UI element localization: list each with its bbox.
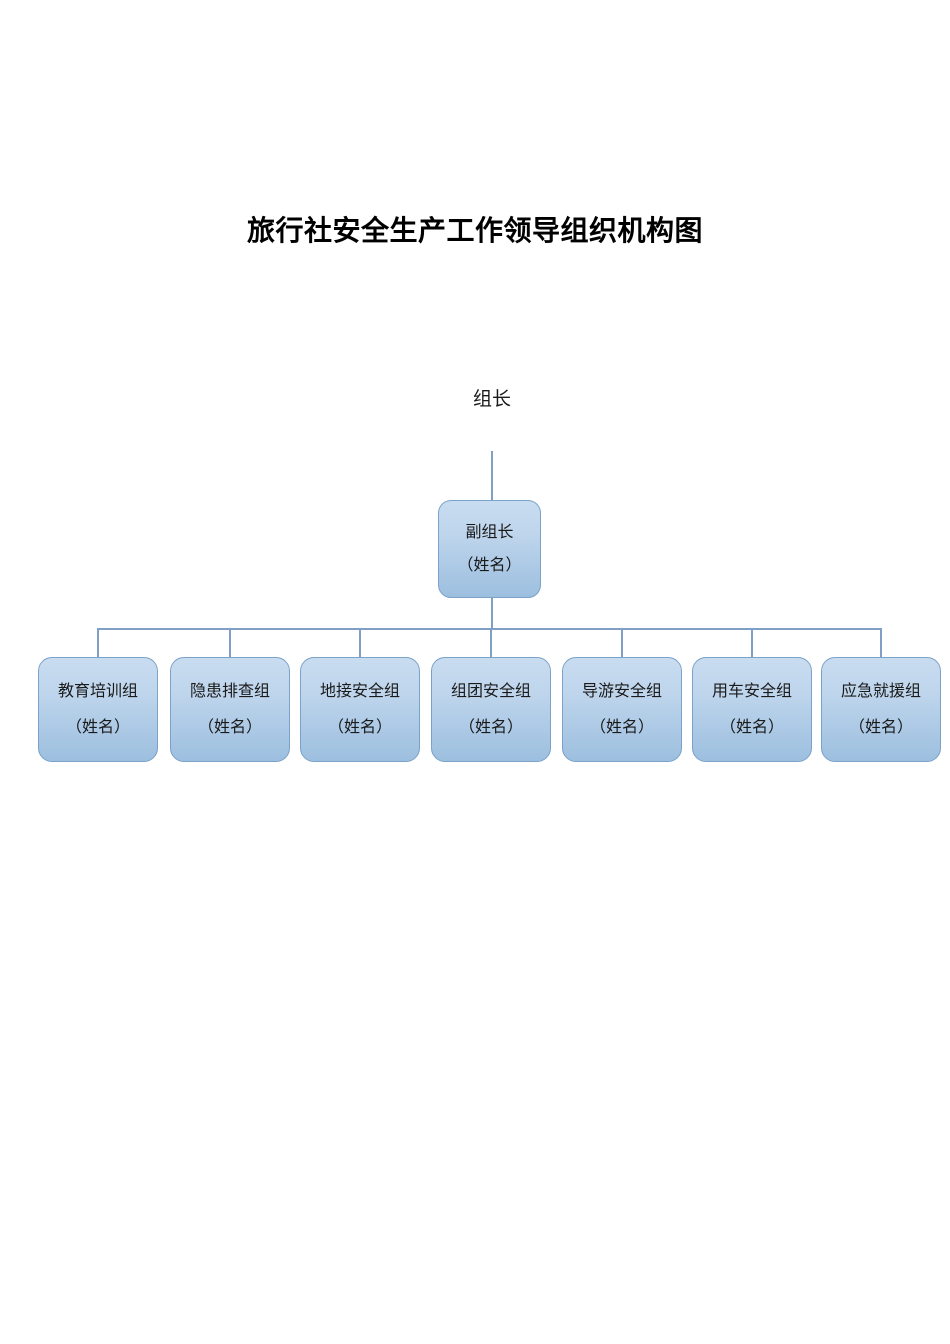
connector-drop-2 xyxy=(229,628,231,659)
org-node-name: （姓名） xyxy=(197,718,262,736)
org-node-name: （姓名） xyxy=(327,718,392,736)
org-node-group-tour-safety-group[interactable]: 组团安全组 （姓名） xyxy=(431,657,551,762)
org-node-education-training-group[interactable]: 教育培训组 （姓名） xyxy=(38,657,158,762)
connector-drop-1 xyxy=(97,628,99,659)
org-node-name: （姓名） xyxy=(65,718,130,736)
org-node-name: （姓名） xyxy=(589,718,654,736)
connector-drop-6 xyxy=(751,628,753,659)
org-node-title: 教育培训组 xyxy=(57,682,138,700)
org-node-deputy-name: （姓名） xyxy=(457,557,522,574)
connector-drop-3 xyxy=(359,628,361,659)
org-node-deputy-leader[interactable]: 副组长 （姓名） xyxy=(438,500,541,598)
connector-drop-4 xyxy=(490,628,492,659)
connector-root-to-deputy xyxy=(491,451,493,501)
connector-drop-7 xyxy=(880,628,882,659)
org-node-emergency-rescue-group[interactable]: 应急就援组 （姓名） xyxy=(821,657,941,762)
connector-horizontal-bus xyxy=(98,628,881,630)
org-node-title: 地接安全组 xyxy=(319,682,400,700)
org-node-deputy-title: 副组长 xyxy=(465,524,514,541)
org-node-title: 导游安全组 xyxy=(581,682,662,700)
org-node-root-label: 组长 xyxy=(472,389,511,410)
org-node-name: （姓名） xyxy=(848,718,913,736)
org-node-local-reception-safety-group[interactable]: 地接安全组 （姓名） xyxy=(300,657,420,762)
org-node-name: （姓名） xyxy=(719,718,784,736)
org-node-name: （姓名） xyxy=(458,718,523,736)
org-node-title: 组团安全组 xyxy=(450,682,531,700)
org-node-vehicle-safety-group[interactable]: 用车安全组 （姓名） xyxy=(692,657,812,762)
page-title: 旅行社安全生产工作领导组织机构图 xyxy=(246,216,703,247)
org-node-title: 应急就援组 xyxy=(840,682,921,700)
connector-drop-5 xyxy=(621,628,623,659)
org-node-tour-guide-safety-group[interactable]: 导游安全组 （姓名） xyxy=(562,657,682,762)
connector-deputy-to-bus xyxy=(491,597,493,629)
org-node-hazard-investigation-group[interactable]: 隐患排查组 （姓名） xyxy=(170,657,290,762)
org-node-title: 隐患排查组 xyxy=(189,682,270,700)
org-node-title: 用车安全组 xyxy=(711,682,792,700)
